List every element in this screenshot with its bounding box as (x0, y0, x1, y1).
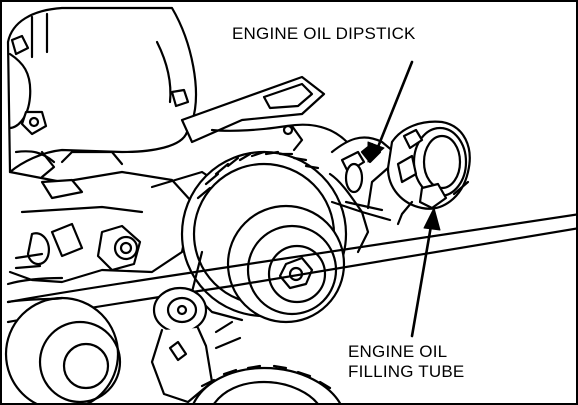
leader-arrows (367, 60, 441, 338)
dipstick-leader-line (374, 60, 414, 154)
engine-block (6, 6, 198, 179)
bottom-pulley (192, 364, 341, 403)
filling-tube-leader-line (410, 218, 434, 338)
crank-pulley (4, 296, 122, 403)
dipstick-arrowhead (367, 141, 385, 163)
center-pulley (180, 150, 370, 324)
engine-oil-filling-tube-label: ENGINE OIL FILLING TUBE (346, 342, 467, 382)
filling-tube-label-line1: ENGINE OIL (348, 342, 448, 361)
belt-tensioner (150, 286, 242, 403)
engine-oil-dipstick-label: ENGINE OIL DIPSTICK (230, 24, 418, 44)
mounting-bracket (180, 75, 349, 152)
filling-tube-arrowhead (423, 207, 441, 231)
oil-filler-cap (366, 120, 471, 226)
filling-tube-label-line2: FILLING TUBE (348, 362, 465, 381)
